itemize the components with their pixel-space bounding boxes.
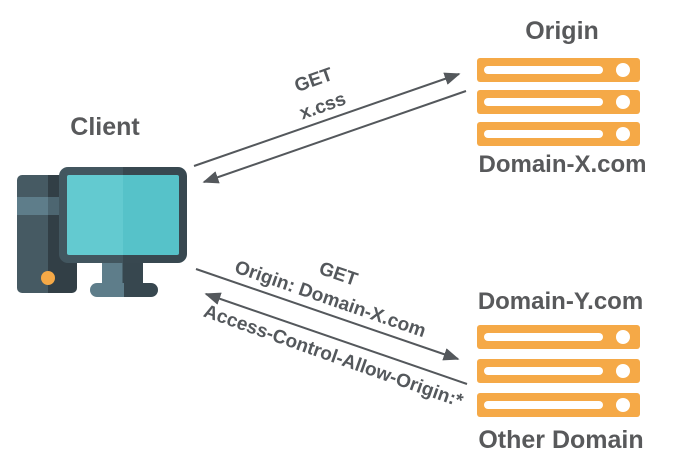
origin-domain-label: Domain-X.com: [478, 151, 647, 178]
origin-title: Origin: [525, 17, 599, 45]
client-label: Client: [70, 113, 140, 141]
origin-server-icon: [477, 58, 640, 146]
response-arrow-other-to-client: [204, 292, 468, 385]
server-slot: [484, 66, 603, 74]
server-bar: [477, 122, 640, 146]
server-led-dot: [616, 398, 630, 412]
response-arrow-origin-to-client: [202, 90, 467, 184]
request-arrow-client-to-origin: [193, 72, 461, 167]
server-led-dot: [616, 127, 630, 141]
other-domain-caption: Other Domain: [478, 426, 644, 454]
request-arrow-client-to-other: [195, 268, 460, 361]
server-bar: [477, 325, 640, 349]
other-domain-label: Domain-Y.com: [477, 288, 644, 315]
other-domain-server-icon: [477, 325, 640, 417]
server-slot: [484, 367, 603, 375]
server-bar: [477, 393, 640, 417]
server-led-dot: [616, 330, 630, 344]
server-bar: [477, 359, 640, 383]
server-bar: [477, 90, 640, 114]
server-slot: [484, 333, 603, 341]
server-led-dot: [616, 364, 630, 378]
server-bar: [477, 58, 640, 82]
server-led-dot: [616, 95, 630, 109]
server-slot: [484, 401, 603, 409]
server-slot: [484, 98, 603, 106]
server-slot: [484, 130, 603, 138]
server-led-dot: [616, 63, 630, 77]
